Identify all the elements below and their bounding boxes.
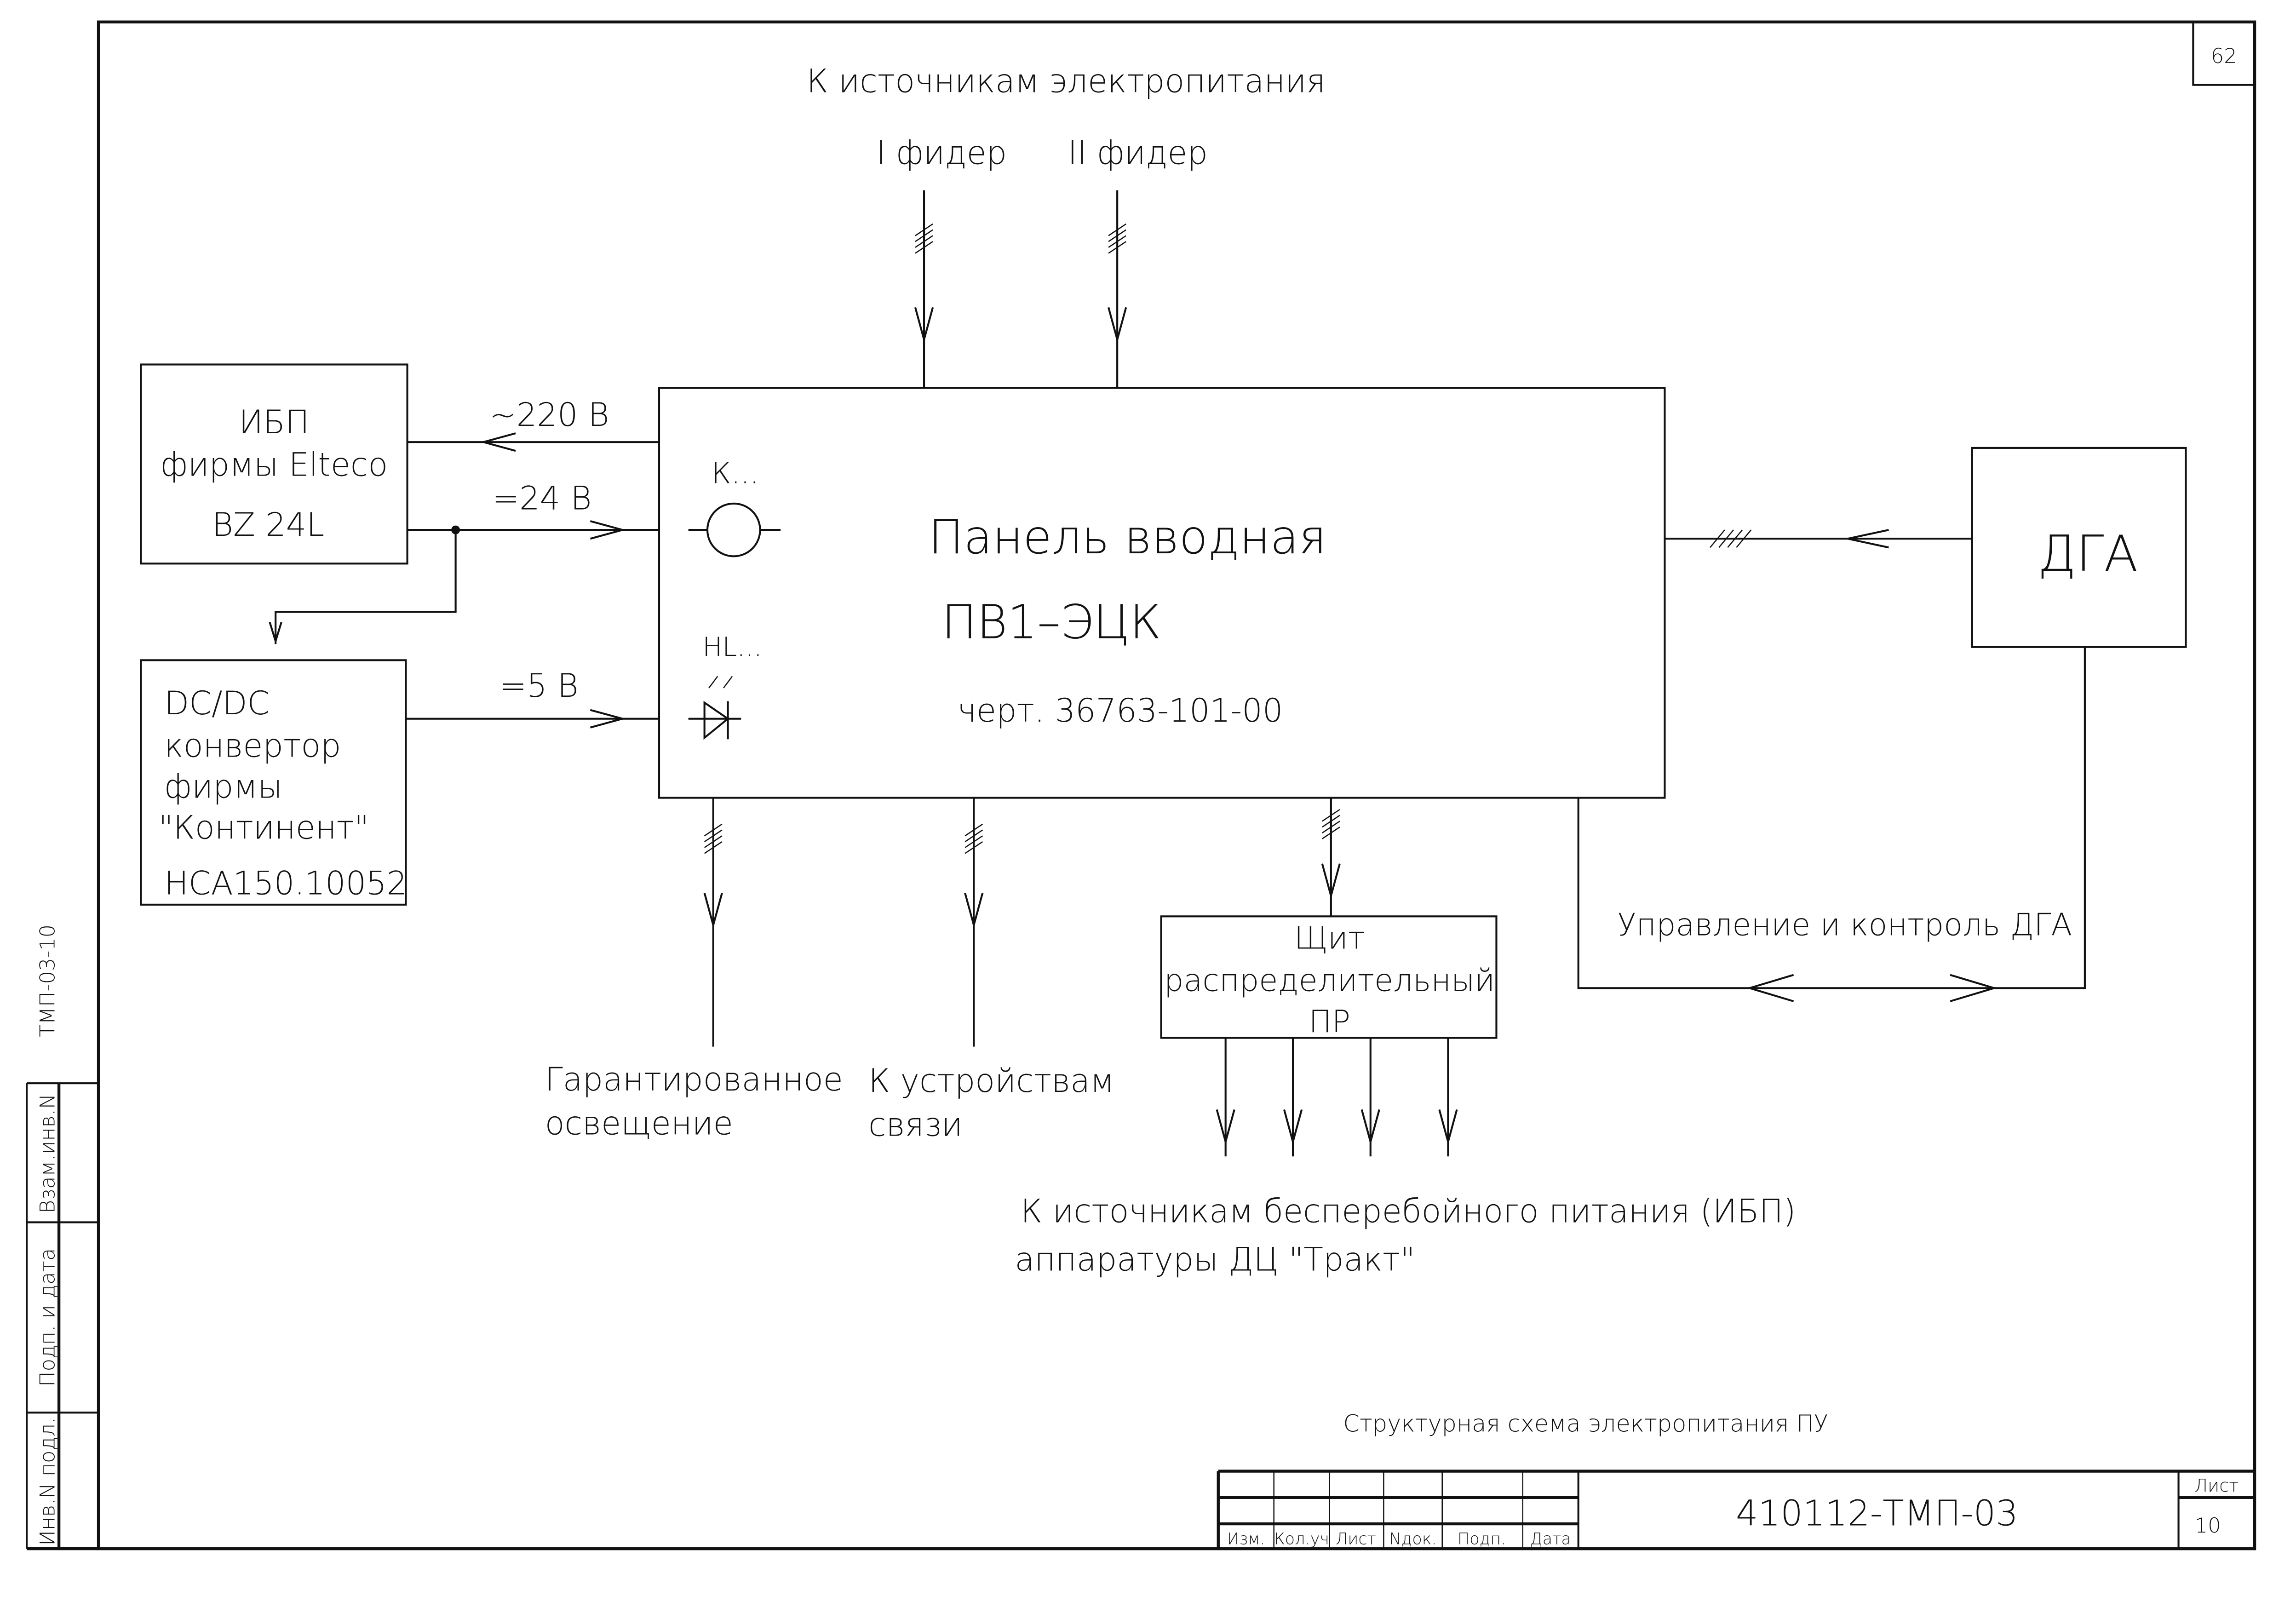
ups-outputs-label: К источникам бесперебойного питания (ИБП… [1021,1193,1796,1230]
ups-outputs-label: аппаратуры ДЦ "Тракт" [1015,1241,1415,1279]
feeder-2-label: II фидер [1068,134,1208,172]
ac220-label: ~220 В [489,396,609,434]
dcdc-line: "Континент" [159,809,369,847]
lighting-label: Гарантированное [545,1061,843,1098]
side-stamp: ТМП-03-10 Взам.инв.N Подп. и дата Инв.N … [26,924,99,1550]
sheet-label: Лист [2194,1476,2239,1496]
switchboard-box: Щит распределительный ПР [1160,915,1498,1039]
switchboard-line: ПР [1309,1004,1350,1039]
ups-box: ИБП фирмы Elteco BZ 24L [140,363,408,565]
side-field-orig-inv: Инв.N подл. [36,1417,60,1546]
dga-control-line: Управление и контроль ДГА [1577,647,2086,1002]
comm-label: К устройствам [868,1062,1114,1100]
comm-line [965,798,982,1047]
dcdc-line: DC/DC [164,684,270,722]
switchboard-outputs [1217,1038,1457,1157]
led-label: HL... [702,632,762,662]
input-panel: К... HL... Панель вводная ПВ1–ЭЦК черт. … [658,387,1666,799]
ups-line: ИБП [239,403,310,441]
sheet-number: 10 [2195,1514,2221,1538]
dcdc-box: DC/DC конвертор фирмы "Континент" НСА150… [140,659,407,906]
switchboard-feed [1322,798,1340,917]
panel-model: ПВ1–ЭЦК [941,595,1161,650]
tb-col-label: Лист [1336,1530,1376,1549]
dcdc-line: фирмы [164,768,282,806]
feeder-2-line [1108,190,1126,388]
switchboard-line: распределительный [1164,963,1495,999]
ups-line: фирмы Elteco [161,446,388,483]
tb-col-label: Кол.уч [1274,1530,1329,1549]
side-field-replace-inv: Взам.инв.N [36,1094,60,1213]
switchboard-line: Щит [1294,920,1365,956]
panel-title: Панель вводная [929,510,1326,565]
dga-label: ДГА [2038,525,2138,583]
dga-power-line [1665,529,1972,549]
drawing-title: Структурная схема электропитания ПУ [1343,1411,1828,1438]
top-title: К источникам электропитания [807,63,1326,100]
relay-label: К... [712,456,759,490]
led-icon [688,676,741,740]
corner-sheet-number: 62 [2211,44,2237,68]
dc5-label: =5 В [499,667,578,705]
side-field-sign-date: Подп. и дата [36,1248,60,1387]
tb-col-label: Изм. [1227,1530,1265,1549]
dc24-label: =24 В [492,480,591,517]
panel-drawing-number: черт. 36763-101-00 [958,692,1283,729]
dga-control-label: Управление и контроль ДГА [1618,907,2072,943]
feeder-1-line [915,190,933,388]
dcdc-line: конвертор [164,727,341,764]
drawing-frame: 62 [97,20,2256,1550]
lighting-label: освещение [545,1105,733,1142]
tb-col-label: Подп. [1458,1530,1506,1549]
document-designation: 410112-ТМП-03 [1736,1493,2018,1534]
ups-line: BZ 24L [212,506,324,544]
relay-icon [688,502,781,557]
comm-label: связи [868,1106,963,1144]
tb-col-label: Nдок. [1389,1530,1436,1549]
dga-box: ДГА [1971,447,2187,648]
ac220-link: ~220 В [407,396,659,452]
tb-col-label: Дата [1530,1530,1571,1549]
title-block: Изм. Кол.уч Лист Nдок. Подп. Дата 410112… [1217,1470,2255,1549]
dc5-link: =5 В [406,667,659,729]
dc24-link: =24 В [269,480,659,645]
feeder-1-label: I фидер [876,134,1007,172]
side-doc-code: ТМП-03-10 [36,924,60,1037]
lighting-line [705,798,722,1047]
dcdc-line: НСА150.10052 [164,865,407,902]
